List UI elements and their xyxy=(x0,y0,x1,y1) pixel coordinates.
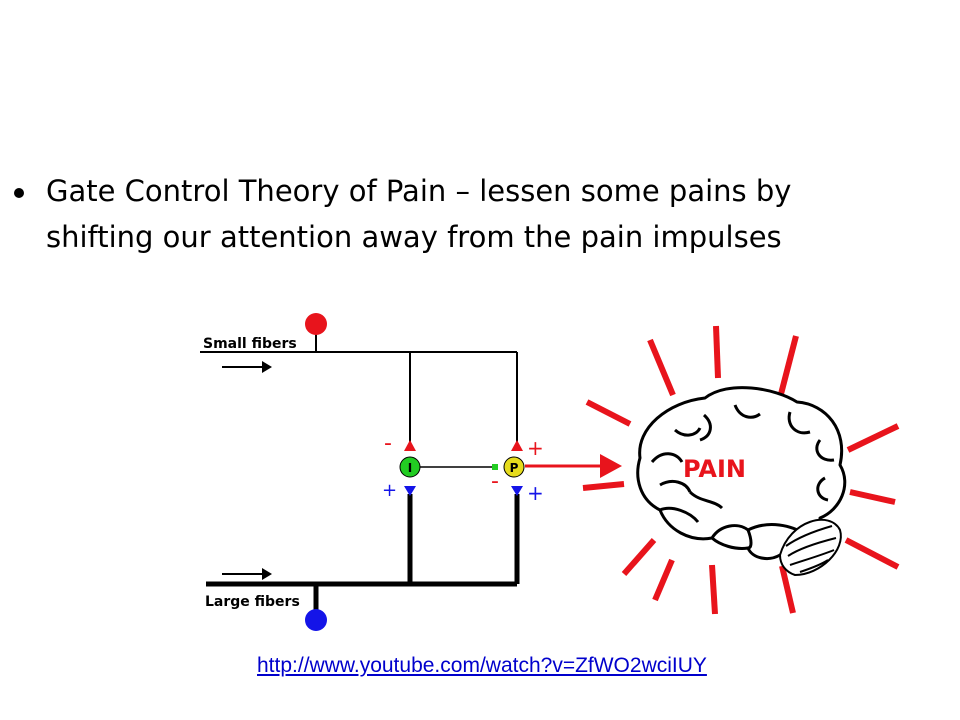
interneuron-large-synapse-icon xyxy=(404,486,416,496)
interneuron-label: I xyxy=(408,461,412,475)
large-fiber-circuit xyxy=(206,494,520,612)
brain-icon xyxy=(636,386,847,560)
projection-large-synapse-icon xyxy=(511,486,523,496)
cerebellum-icon xyxy=(778,518,842,577)
small-fibers-label: Small fibers xyxy=(203,336,297,352)
bullet-point-icon xyxy=(14,188,24,198)
projection-small-synapse-icon xyxy=(511,440,523,451)
small-fiber-arrow-icon xyxy=(222,361,272,373)
pain-signal-arrow-icon xyxy=(525,454,622,478)
large-fiber-arrow-icon xyxy=(222,568,272,580)
youtube-link[interactable]: http://www.youtube.com/watch?v=ZfWO2wciI… xyxy=(257,654,707,677)
projection-plus-bottom-sign: + xyxy=(527,481,544,505)
inhibitory-synapse-icon xyxy=(492,464,498,470)
small-fiber-cell-body xyxy=(305,313,327,335)
interneuron-plus-sign: + xyxy=(382,480,397,501)
large-fibers-label: Large fibers xyxy=(205,594,300,610)
pain-rays-icon xyxy=(582,325,900,615)
interneuron-minus-sign: - xyxy=(384,431,392,456)
small-fiber-circuit xyxy=(200,332,518,445)
projection-plus-top-sign: + xyxy=(527,436,544,460)
pain-label: PAIN xyxy=(683,455,746,483)
bullet-text: Gate Control Theory of Pain – lessen som… xyxy=(46,174,792,254)
projection-cell xyxy=(503,456,525,478)
projection-label: P xyxy=(510,461,519,475)
interneuron-small-synapse-icon xyxy=(404,440,416,451)
projection-minus-sign: - xyxy=(491,469,499,494)
large-fiber-cell-body xyxy=(305,609,327,631)
